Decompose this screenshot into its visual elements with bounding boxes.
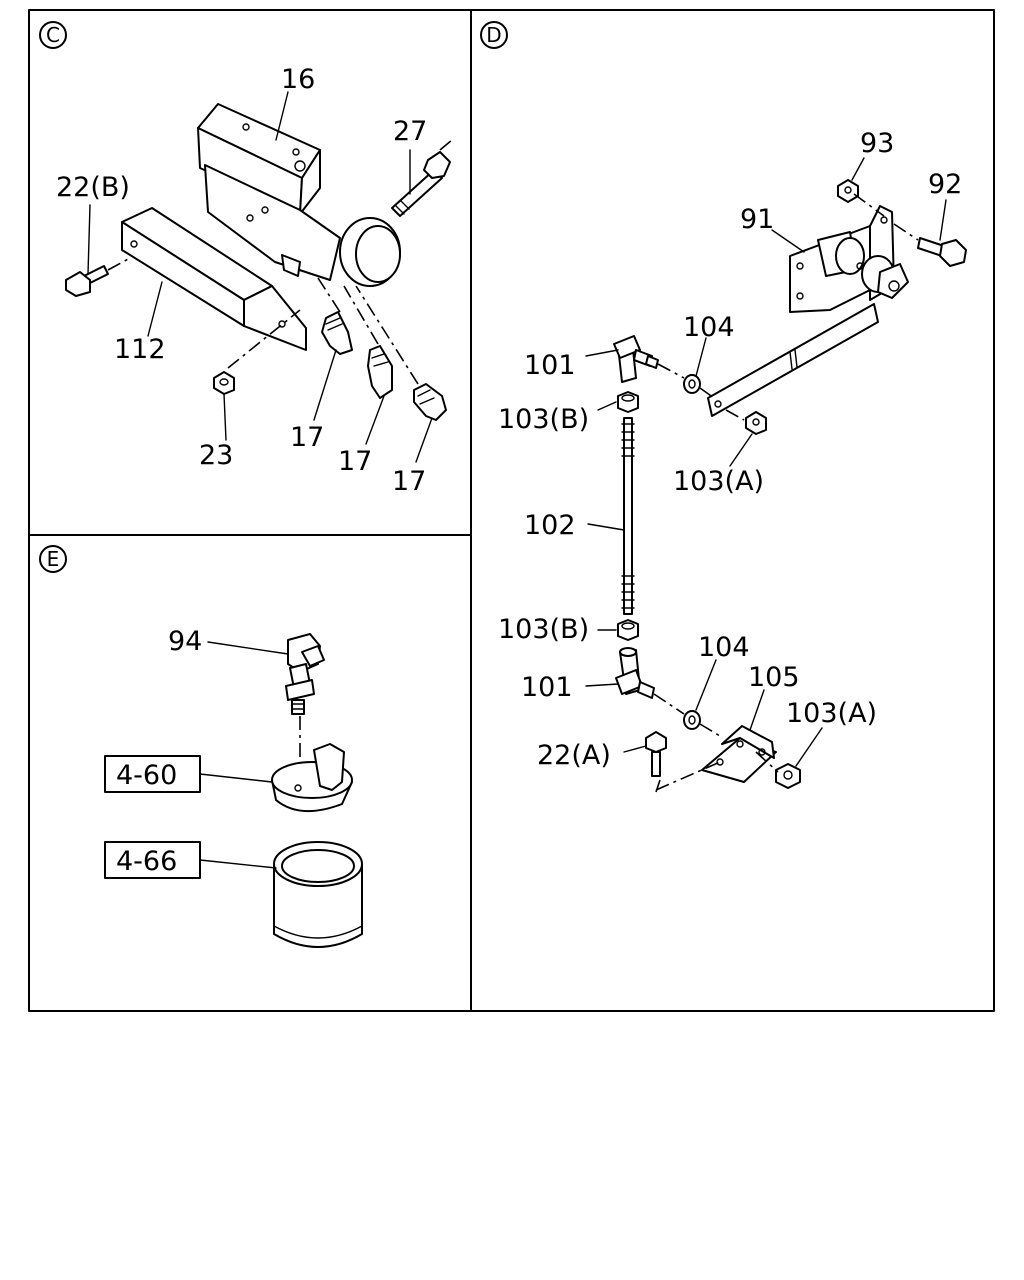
- label-4-60: 4-60: [116, 760, 177, 791]
- label-22a: 22(A): [537, 740, 611, 771]
- label-27: 27: [393, 116, 427, 147]
- section-marker-e: E: [39, 545, 67, 573]
- ball-joint-101-bottom: [615, 647, 655, 699]
- label-22b: 22(B): [56, 172, 130, 203]
- fitting-17-c: [413, 383, 447, 421]
- label-91: 91: [740, 204, 774, 235]
- label-103a-top: 103(A): [673, 466, 764, 497]
- fitting-17-b: [367, 345, 393, 399]
- section-marker-d: D: [480, 21, 508, 49]
- ball-joint-101-top: [613, 335, 659, 383]
- section-d: 91 93 92 101 104 103(B) 103(A) 102 103(B…: [498, 128, 967, 793]
- bolt-92: [917, 237, 967, 267]
- bolt-22b: [65, 265, 109, 297]
- label-16: 16: [281, 64, 315, 95]
- section-e: 94 4-60 4-66: [104, 626, 363, 948]
- pressure-switch-94: [285, 633, 325, 715]
- washer-104-bottom: [683, 710, 701, 730]
- height-sensor-16: [197, 103, 401, 287]
- bolt-27: [391, 151, 451, 217]
- label-4-66: 4-66: [116, 846, 177, 877]
- label-101-top: 101: [524, 350, 576, 381]
- nut-103b-bottom: [617, 619, 639, 641]
- label-105: 105: [748, 662, 800, 693]
- nut-103a-top: [745, 411, 767, 435]
- diagram-frame: [28, 9, 995, 1012]
- fitting-17-a: [321, 311, 353, 355]
- bolt-22a: [645, 731, 667, 777]
- bracket-105: [701, 725, 777, 783]
- label-112: 112: [114, 334, 166, 365]
- label-103b-top: 103(B): [498, 404, 589, 435]
- filter-cap: [271, 743, 353, 813]
- label-103b-bottom: 103(B): [498, 614, 589, 645]
- label-94: 94: [168, 626, 202, 657]
- nut-93: [837, 179, 859, 203]
- label-92: 92: [928, 169, 962, 200]
- svg-text:E: E: [47, 547, 60, 571]
- label-104-bottom: 104: [698, 632, 750, 663]
- leveling-valve-91: [789, 205, 909, 313]
- section-marker-c: C: [39, 21, 67, 49]
- label-103a-bottom: 103(A): [786, 698, 877, 729]
- label-17-a: 17: [290, 422, 324, 453]
- valve-arm: [707, 303, 879, 417]
- nut-103a-bottom: [775, 763, 801, 789]
- svg-text:C: C: [46, 23, 60, 47]
- section-c: 16 27 22(B) 112 23 17 17 17: [56, 64, 453, 497]
- label-93: 93: [860, 128, 894, 159]
- nut-23: [213, 371, 235, 395]
- label-102: 102: [524, 510, 576, 541]
- filter-body: [273, 841, 363, 948]
- bracket-112: [121, 207, 307, 351]
- svg-text:D: D: [486, 23, 501, 47]
- label-101-bottom: 101: [521, 672, 573, 703]
- washer-104-top: [683, 374, 701, 394]
- ref-box-4-60: [104, 755, 201, 793]
- label-17-c: 17: [392, 466, 426, 497]
- label-23: 23: [199, 440, 233, 471]
- label-17-b: 17: [338, 446, 372, 477]
- label-104-top: 104: [683, 312, 735, 343]
- ref-box-4-66: [104, 841, 201, 879]
- nut-103b-top: [617, 391, 639, 413]
- rod-102: [621, 417, 635, 615]
